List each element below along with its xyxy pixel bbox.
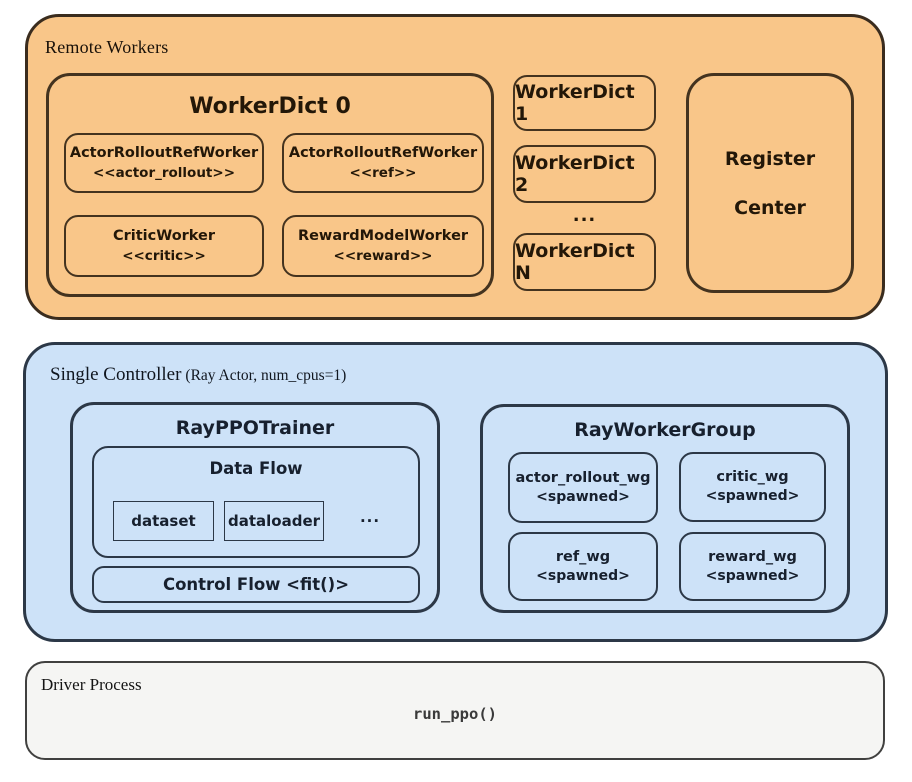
actor-rollout-ref-worker-actor-rollout-box: ActorRolloutRefWorker <<actor_rollout>> xyxy=(64,133,264,193)
driver-process-title: Driver Process xyxy=(41,675,142,694)
actor-rollout-ref-worker-ref-box: ActorRolloutRefWorker <<ref>> xyxy=(282,133,484,193)
worker-name: ActorRolloutRefWorker xyxy=(288,145,478,162)
remote-workers-title: Remote Workers xyxy=(45,37,169,57)
ref-wg-box: ref_wg <spawned> xyxy=(508,532,658,601)
actor-rollout-wg-box: actor_rollout_wg <spawned> xyxy=(508,452,658,523)
wg-state: <spawned> xyxy=(705,488,800,505)
worker-stereotype: <<actor_rollout>> xyxy=(92,164,236,181)
worker-dict-ellipsis: ... xyxy=(572,205,597,226)
reward-wg-box: reward_wg <spawned> xyxy=(679,532,826,601)
wg-name: critic_wg xyxy=(716,469,789,486)
ray-worker-group-box: RayWorkerGroup actor_rollout_wg <spawned… xyxy=(480,404,850,613)
register-center-box: Register Center xyxy=(686,73,854,293)
control-flow-box: Control Flow <fit()> xyxy=(92,566,420,603)
data-flow-title: Data Flow xyxy=(209,459,303,478)
single-controller-panel: Single Controller (Ray Actor, num_cpus=1… xyxy=(23,342,888,642)
dataset-box: dataset xyxy=(113,501,214,541)
driver-process-panel: Driver Process run_ppo() xyxy=(25,661,885,760)
wg-name: reward_wg xyxy=(708,548,797,565)
dataloader-box: dataloader xyxy=(224,501,324,541)
worker-stereotype: <<ref>> xyxy=(349,164,417,181)
run-ppo-call: run_ppo() xyxy=(413,705,497,723)
worker-dict-2-box: WorkerDict 2 xyxy=(513,145,656,203)
wg-state: <spawned> xyxy=(536,488,630,505)
reward-model-worker-box: RewardModelWorker <<reward>> xyxy=(282,215,484,277)
worker-dict-0-box: WorkerDict 0 ActorRolloutRefWorker <<act… xyxy=(46,73,494,297)
worker-stereotype: <<critic>> xyxy=(122,247,206,264)
ray-ppo-trainer-box: RayPPOTrainer Data Flow dataset dataload… xyxy=(70,402,440,613)
single-controller-title-main: Single Controller xyxy=(50,364,182,385)
wg-name: actor_rollout_wg xyxy=(515,469,651,486)
wg-name: ref_wg xyxy=(555,548,611,565)
single-controller-title-sub: (Ray Actor, num_cpus=1) xyxy=(185,367,347,384)
data-flow-ellipsis: ... xyxy=(359,508,381,526)
wg-state: <spawned> xyxy=(536,567,630,584)
worker-name: ActorRolloutRefWorker xyxy=(69,145,259,162)
ray-worker-group-title: RayWorkerGroup xyxy=(574,419,756,441)
single-controller-title: Single Controller (Ray Actor, num_cpus=1… xyxy=(50,364,346,386)
worker-name: RewardModelWorker xyxy=(297,228,469,245)
worker-dict-n-box: WorkerDict N xyxy=(513,233,656,291)
worker-dict-1-box: WorkerDict 1 xyxy=(513,75,656,131)
ray-ppo-trainer-title: RayPPOTrainer xyxy=(175,417,335,439)
register-center-line2: Center xyxy=(734,196,806,219)
critic-wg-box: critic_wg <spawned> xyxy=(679,452,826,522)
worker-name: CriticWorker xyxy=(112,228,216,245)
critic-worker-box: CriticWorker <<critic>> xyxy=(64,215,264,277)
worker-dict-0-title: WorkerDict 0 xyxy=(189,94,351,119)
wg-state: <spawned> xyxy=(705,567,800,584)
worker-stereotype: <<reward>> xyxy=(333,247,433,264)
register-center-line1: Register xyxy=(724,147,816,170)
data-flow-box: Data Flow dataset dataloader ... xyxy=(92,446,420,558)
remote-workers-panel: Remote Workers WorkerDict 0 ActorRollout… xyxy=(25,14,885,320)
